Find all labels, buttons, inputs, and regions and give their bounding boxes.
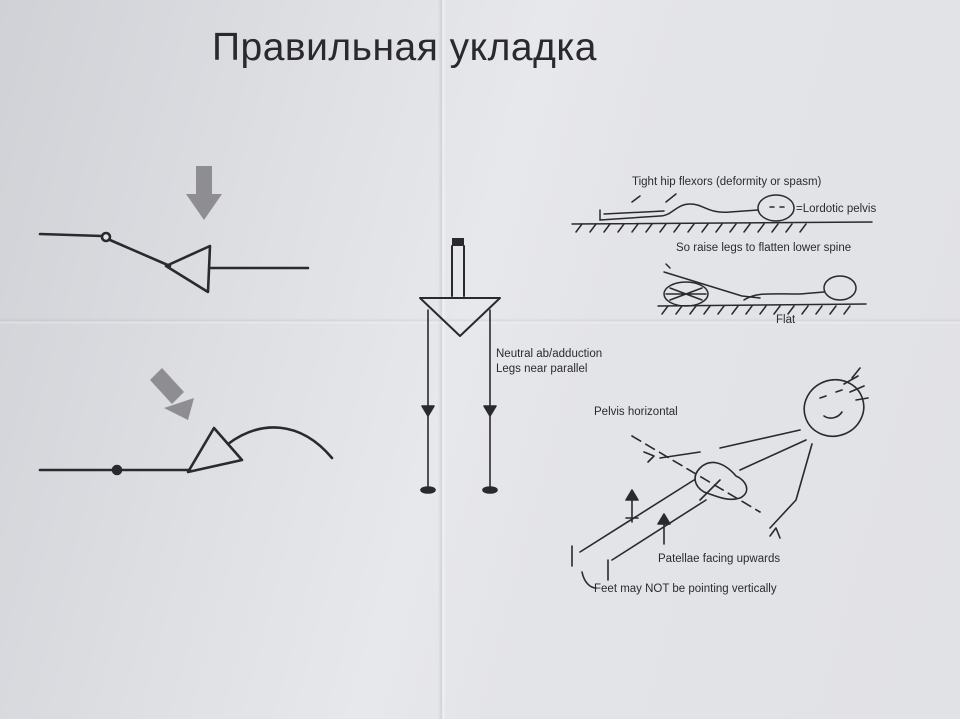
feet-label: Feet may NOT be pointing vertically	[594, 583, 777, 595]
raised-legs-figure	[657, 263, 867, 315]
lordotic-pelvis-label: =Lordotic pelvis	[796, 203, 877, 215]
down-arrow-icon	[186, 166, 222, 220]
pelvis-horizontal-label: Pelvis horizontal	[594, 406, 678, 418]
raise-legs-label: So raise legs to flatten lower spine	[676, 242, 852, 254]
flat-label: Flat	[776, 314, 796, 326]
tight-hip-label: Tight hip flexors (deformity or spasm)	[632, 176, 822, 188]
lordotic-pelvis-figure	[571, 193, 873, 233]
neutral-abduction-label: Neutral ab/adduction	[496, 348, 603, 360]
legs-parallel-label: Legs near parallel	[496, 363, 588, 375]
flexed-hip-diagram	[38, 426, 334, 476]
diagonal-arrow-icon	[150, 368, 194, 420]
parallel-legs-diagram	[420, 309, 498, 494]
page-title: Правильная укладка	[212, 26, 597, 69]
patellae-label: Patellae facing upwards	[658, 553, 781, 565]
paper-fold-horizontal	[0, 318, 960, 324]
neutral-hip-diagram	[38, 231, 310, 294]
hollow-down-arrow-icon	[419, 238, 501, 337]
lying-figure	[571, 367, 869, 589]
paper-fold-vertical	[438, 0, 446, 719]
